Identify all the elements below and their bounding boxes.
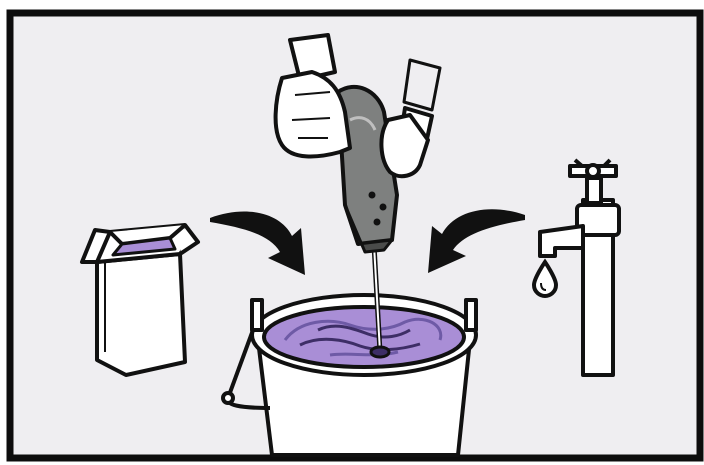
powder-box-icon [82, 225, 198, 375]
